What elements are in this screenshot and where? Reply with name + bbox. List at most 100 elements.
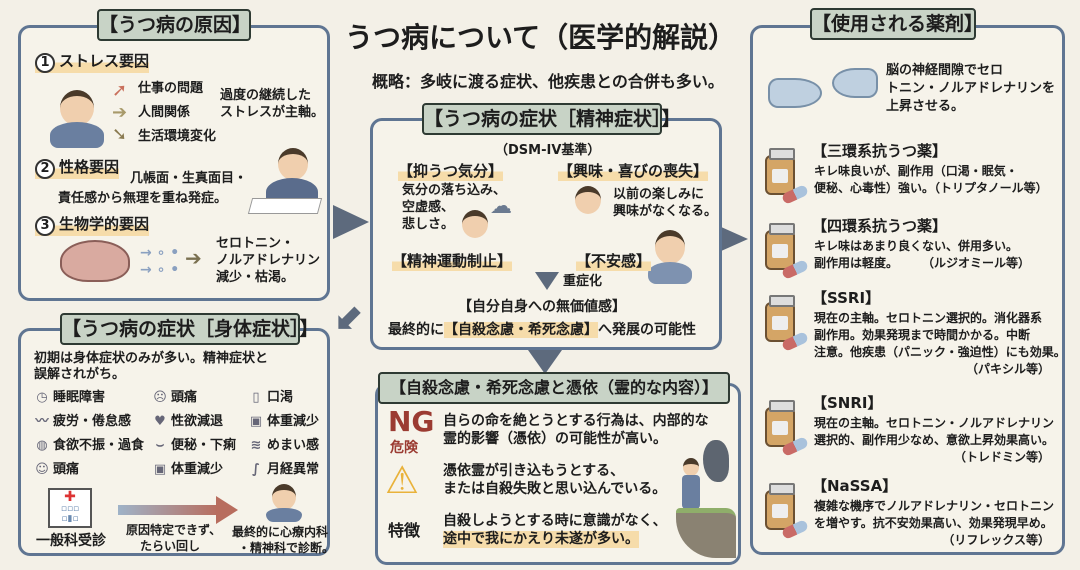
worsen-label: 重症化 (563, 274, 603, 289)
roundabout-text: 原因特定できず、 (126, 523, 222, 537)
symptom-label: 性欲減退 (171, 414, 224, 429)
drug-example: （トレドミン等） (953, 450, 1050, 464)
ng-text: 霊的影響（憑依）の可能性が高い。 (443, 431, 667, 447)
danger-label: 危険 (390, 440, 418, 456)
arrow-icon: ➔ (112, 102, 128, 123)
anhedonia-text: 興味がなくなる。 (613, 204, 718, 219)
mental-tab: 【うつ病の症状［精神症状］】 (422, 103, 681, 135)
ng-label: NG (388, 405, 435, 438)
man-on-cliff-illustration (683, 458, 699, 476)
worthless-label: 【自分自身への無価値感】 (458, 299, 626, 315)
roundabout-text: たらい回し (140, 539, 201, 553)
symptom-label: 頭痛 (171, 390, 198, 405)
depressed-text: 空虚感、 (402, 200, 455, 215)
anxious-person-body (648, 262, 692, 284)
synapse-note: 上昇させる。 (886, 99, 965, 114)
anxiety-label: 【不安感】 (576, 250, 652, 271)
symptom-item: ◍食欲不振・過食 (34, 434, 152, 453)
drug-description: 副作用は軽度。 （ルジオミール等） (814, 256, 1031, 270)
symptom-label: 頭痛 (53, 462, 80, 477)
summary: 概略：多岐に渡る症状、他疾患との合併も多い。 (372, 72, 724, 91)
arrow-down-left-icon: ⬋ (335, 296, 366, 337)
drug-description: 現在の主軸。セロトニン・ノルアドレナリン (814, 416, 1055, 430)
dizzy-icon: ≋ (250, 438, 262, 453)
arrow-icon: ➘ (112, 124, 128, 145)
feature-text: 途中で我にかえり未遂が多い。 (443, 531, 639, 548)
symptom-label: 口渇 (267, 390, 294, 405)
warning-text: 憑依霊が引き込もうとする、 (443, 463, 625, 479)
bio-note: セロトニン・ (216, 236, 295, 251)
symptom-grid: ◷睡眠障害☹頭痛▯口渇〰疲労・倦怠感♥性欲減退▣体重減少◍食欲不振・過食⌣便秘・… (34, 386, 334, 477)
personality-note: 責任感から無理を重ね発症。 (58, 191, 228, 206)
doctor-body (266, 508, 302, 522)
man-on-cliff-body (682, 475, 700, 509)
anhedonia-text: 以前の楽しみに (613, 187, 705, 202)
ng-text: 自らの命を絶とうとする行為は、内部的な (443, 413, 709, 429)
synapse-note: 脳の神経間隙でセロ (886, 63, 1004, 78)
medicine-bottle-icon (765, 483, 795, 530)
symptom-item: 〰疲労・倦怠感 (34, 410, 152, 429)
drug-name: 【SSRI】 (812, 289, 881, 307)
feature-text: 自殺しようとする時に意識がなく、 (443, 513, 667, 529)
symptom-label: 睡眠障害 (53, 390, 106, 405)
warning-text: または自殺失敗と思い込んでいる。 (443, 481, 667, 497)
tired-icon: 〰 (35, 414, 49, 429)
bored-person-illustration (575, 186, 601, 214)
studying-man-illustration (278, 148, 308, 180)
face-icon: ☹ (153, 390, 167, 405)
drug-description: を増やす。抗不安効果高い、効果発現早め。 (814, 516, 1053, 530)
symptom-label: 疲労・倦怠感 (53, 414, 132, 429)
bio-note: 減少・枯渇。 (216, 270, 295, 285)
physical-intro: 誤解されがち。 (34, 367, 126, 382)
bio-note: ノルアドレナリン (216, 253, 321, 268)
symptom-item: ≋めまい感 (248, 434, 334, 453)
squiggle-icon: ∫ (252, 462, 260, 477)
symptom-item: ∫ 月経異常 (248, 458, 334, 477)
referral-arrow (118, 505, 218, 515)
final-outcome: 最終的に【自殺念慮・希死念慮】へ発展の可能性 (388, 322, 696, 338)
scale-icon: ▣ (249, 414, 263, 429)
medicine-bottle-icon (765, 295, 795, 342)
drug-description: 選択的、副作用少なめ、意欲上昇効果高い。 (814, 433, 1055, 447)
clock-icon: ◷ (36, 390, 48, 405)
causes-tab: 【うつ病の原因】 (97, 9, 251, 41)
drug-name: 【三環系抗うつ薬】 (812, 142, 948, 160)
depressed-text: 悲しさ。 (402, 217, 455, 232)
stress-item: 人間関係 (138, 105, 191, 120)
drug-description: 現在の主軸。セロトニン選択的。消化器系 (814, 311, 1043, 325)
stressed-man-illustration (60, 90, 94, 126)
arrow-icon: ➔ (185, 246, 202, 270)
sad-person-illustration (462, 210, 488, 238)
rain-cloud-icon: ☁ (490, 194, 512, 219)
medicine-bottle-icon (765, 148, 795, 195)
head-icon: ☺ (35, 462, 49, 477)
feature-label: 特徴 (388, 521, 421, 540)
drug-description: 注意。他疾患（パニック・強迫性）にも効果。 (814, 345, 1066, 359)
drug-name: 【NaSSA】 (812, 477, 898, 495)
depressed-text: 気分の落ち込み、 (402, 183, 507, 198)
synapse-illustration (768, 68, 878, 114)
notebook-illustration (247, 198, 323, 214)
toilet-icon: ⌣ (155, 438, 165, 453)
physical-tab: 【うつ病の症状［身体症状］】 (60, 313, 319, 345)
symptom-item: ⌣便秘・下痢 (152, 434, 248, 453)
drug-name: 【四環系抗うつ薬】 (812, 217, 948, 235)
symptom-label: 月経異常 (267, 462, 320, 477)
drug-description: キレ味良いが、副作用（口渇・眠気・ (814, 164, 1018, 178)
diagnosis-text: ・精神科で診断。 (238, 541, 335, 555)
symptom-item: ▣体重減少 (152, 458, 248, 477)
doctor-illustration (272, 484, 296, 510)
symptom-item: ◷ 睡眠障害 (34, 386, 152, 405)
depressed-mood-label: 【抑うつ気分】 (398, 160, 504, 181)
stress-note: ストレスが主軸。 (220, 105, 325, 120)
medicine-bottle-icon (765, 223, 795, 270)
drugs-panel (750, 25, 1065, 555)
personality-note: 几帳面・生真面目・ (130, 171, 248, 186)
psychomotor-label: 【精神運動制止】 (392, 250, 513, 271)
drug-name: 【SNRI】 (812, 394, 883, 412)
neurotransmitter-icon: → ∘ •→ ∘ • (140, 245, 180, 278)
suicide-tab: 【自殺念慮・希死念慮と憑依（霊的な内容）】 (378, 372, 730, 404)
page-title: うつ病について（医学的解説） (345, 21, 737, 54)
arrow-head-icon (216, 496, 238, 524)
